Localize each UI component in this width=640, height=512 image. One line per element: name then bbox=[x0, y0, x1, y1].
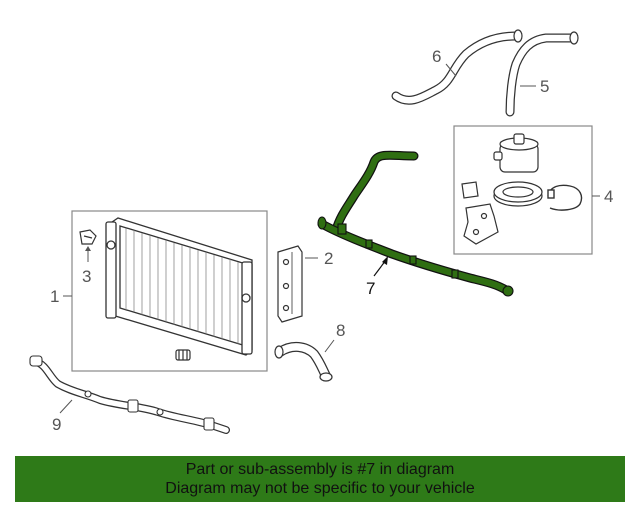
callout-1[interactable]: 1 bbox=[50, 287, 59, 306]
radiator[interactable] bbox=[105, 217, 253, 356]
pump-seal-ring[interactable] bbox=[493, 181, 543, 207]
clip-part-3[interactable] bbox=[79, 229, 97, 245]
callout-3[interactable]: 3 bbox=[82, 267, 91, 286]
callout-9[interactable]: 9 bbox=[52, 415, 61, 434]
leader-6 bbox=[445, 63, 457, 77]
callout-2[interactable]: 2 bbox=[324, 249, 333, 268]
drain-plug[interactable] bbox=[175, 349, 191, 361]
pipe-assembly-part-7[interactable] bbox=[317, 150, 514, 297]
callout-7[interactable]: 7 bbox=[366, 279, 375, 298]
callout-6[interactable]: 6 bbox=[432, 47, 441, 66]
callout-5[interactable]: 5 bbox=[540, 77, 549, 96]
banner-line-2: Diagram may not be specific to your vehi… bbox=[165, 480, 475, 497]
arrow-3 bbox=[85, 246, 91, 251]
hose-part-6[interactable] bbox=[391, 29, 523, 105]
callout-4[interactable]: 4 bbox=[604, 187, 613, 206]
radiator-group[interactable] bbox=[71, 210, 268, 372]
banner-line-1: Part or sub-assembly is #7 in diagram bbox=[185, 461, 455, 478]
leader-8 bbox=[324, 339, 335, 353]
arrow-7 bbox=[382, 256, 388, 265]
pump-small-bracket[interactable] bbox=[461, 181, 479, 199]
water-pump[interactable] bbox=[493, 133, 539, 173]
pump-group[interactable] bbox=[453, 125, 593, 255]
bracket-part-2[interactable] bbox=[277, 245, 303, 323]
info-banner: Part or sub-assembly is #7 in diagram Di… bbox=[15, 456, 625, 502]
callout-8[interactable]: 8 bbox=[336, 321, 345, 340]
leader-9 bbox=[59, 399, 73, 414]
hose-part-8[interactable] bbox=[274, 342, 333, 382]
pump-strap-clamp[interactable] bbox=[547, 184, 583, 211]
hose-part-9[interactable] bbox=[29, 355, 230, 434]
pump-bracket[interactable] bbox=[463, 203, 499, 245]
hose-part-5[interactable] bbox=[505, 31, 579, 117]
